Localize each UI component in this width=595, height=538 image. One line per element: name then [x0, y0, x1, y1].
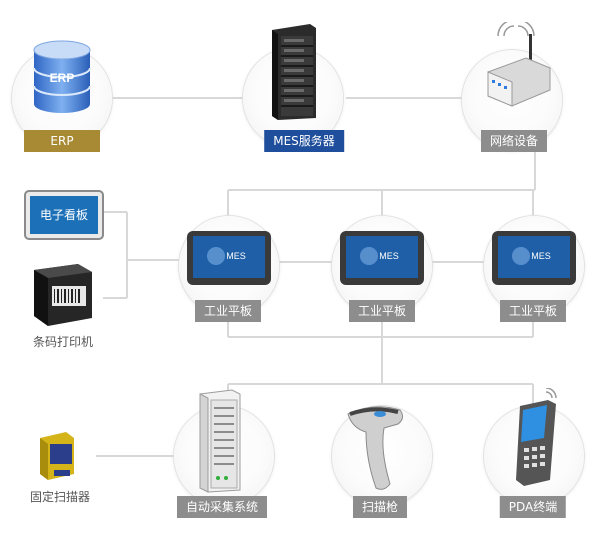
tablet-icon: MES — [340, 231, 424, 285]
label-pda: PDA终端 — [499, 496, 567, 518]
barcode-scanner-gun-icon — [347, 406, 404, 490]
tablet-2-screen-text: MES — [379, 251, 399, 261]
label-tablet-2: 工业平板 — [348, 300, 416, 322]
label-printer: 条码打印机 — [32, 335, 94, 349]
tablet-icon: MES — [187, 231, 271, 285]
label-scan-gun: 扫描枪 — [352, 496, 408, 518]
router-icon — [487, 22, 551, 107]
label-tablet-1: 工业平板 — [194, 300, 262, 322]
label-mes-server: MES服务器 — [264, 130, 344, 152]
pda-icon — [516, 388, 557, 486]
label-fixed-scanner: 固定扫描器 — [29, 490, 91, 504]
label-tablet-3: 工业平板 — [499, 300, 567, 322]
label-erp: ERP — [24, 130, 100, 152]
fixed-scanner-icon — [40, 432, 74, 480]
monitor-icon: 电子看板 — [24, 190, 104, 240]
database-icon: ERP — [33, 40, 91, 113]
database-icon-text: ERP — [50, 71, 75, 85]
label-network: 网络设备 — [480, 130, 548, 152]
tablet-1-screen-text: MES — [226, 251, 246, 261]
label-auto-collect: 自动采集系统 — [176, 496, 268, 518]
barcode-printer-icon — [34, 264, 92, 326]
cabinet-icon — [199, 389, 241, 493]
server-rack-icon — [272, 24, 316, 120]
eboard-screen-text: 电子看板 — [40, 208, 88, 222]
tablet-icon: MES — [492, 231, 576, 285]
tablet-3-screen-text: MES — [531, 251, 551, 261]
